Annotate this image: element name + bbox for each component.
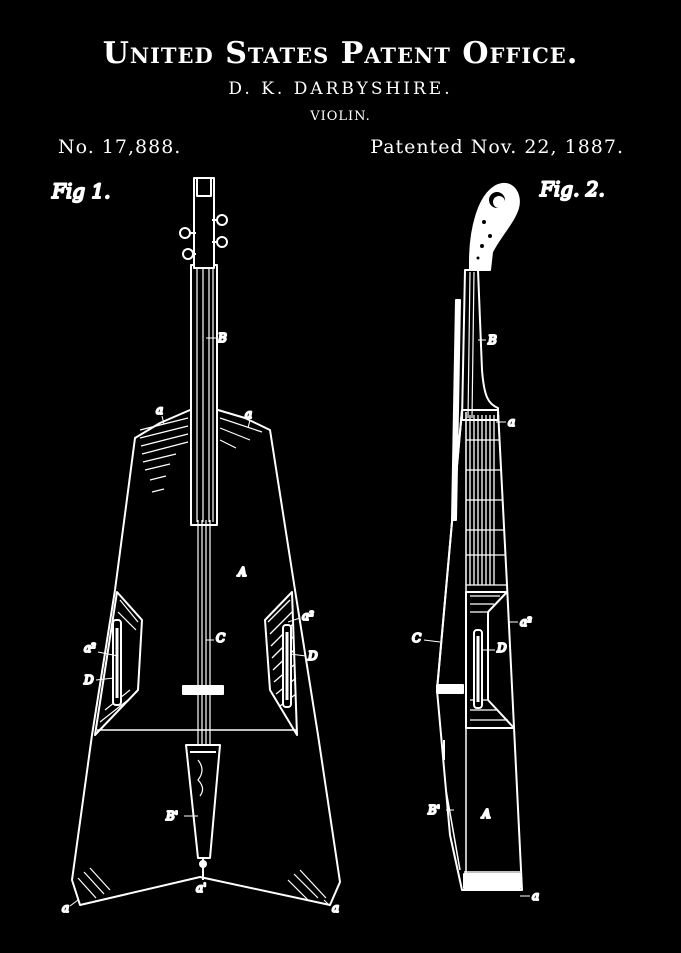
label-a2-fig1-right: a² — [302, 609, 314, 623]
label-a-fig2-top: a — [508, 415, 515, 429]
label-a1-fig1: a' — [196, 881, 206, 895]
bridge — [182, 685, 224, 695]
fig2-label: Fig. 2. — [539, 177, 605, 201]
label-a-fig1-right: a — [245, 407, 252, 421]
label-B1-fig2: B' — [427, 803, 440, 817]
left-c-bout — [94, 591, 143, 736]
patent-date: Patented Nov. 22, 1887. — [370, 136, 624, 158]
inventor-name: D. K. DARBYSHIRE. — [228, 79, 453, 99]
label-D-fig1-left: D — [83, 673, 94, 687]
figure-2-side-view: Fig. 2. — [411, 176, 606, 904]
label-C-fig2: C — [412, 631, 421, 645]
peg-left-2 — [182, 248, 194, 260]
figure-1-front-view: Fig 1. — [50, 177, 341, 916]
patent-number: No. 17,888. — [58, 136, 182, 158]
label-C-fig1: C — [216, 631, 225, 645]
scroll — [469, 183, 520, 271]
label-B1-fig1: B' — [165, 809, 178, 823]
label-B-fig2: B — [487, 333, 497, 347]
label-a-fig1-left: a — [156, 403, 163, 417]
bridge-side — [436, 684, 464, 694]
office-title: United States Patent Office. — [102, 36, 579, 71]
label-D-fig1-right: D — [307, 649, 318, 663]
strings — [197, 520, 211, 745]
peg-right-1 — [216, 214, 228, 226]
peg-left-1 — [179, 227, 191, 239]
label-A-fig2: A — [481, 807, 491, 821]
label-a-fig1-bottom-right: a — [332, 901, 339, 915]
right-c-bout — [264, 591, 298, 736]
fig1-label: Fig 1. — [51, 179, 111, 203]
shading-upper-left — [139, 417, 189, 493]
label-B-fig1: B — [217, 331, 227, 345]
label-A-fig1: A — [237, 565, 247, 579]
peg-right-2 — [216, 236, 228, 248]
label-a2-fig1-left: a² — [84, 641, 96, 655]
label-a-fig2-bottom: a — [532, 889, 539, 903]
label-D-fig2: D — [496, 641, 507, 655]
patent-subject: VIOLIN. — [310, 109, 371, 124]
tailpiece — [185, 744, 221, 859]
violin-body-outline — [71, 409, 341, 906]
label-a-fig1-bottom-left: a — [62, 901, 69, 915]
body-side-outline — [436, 409, 523, 891]
label-a2-fig2: a² — [520, 615, 532, 629]
